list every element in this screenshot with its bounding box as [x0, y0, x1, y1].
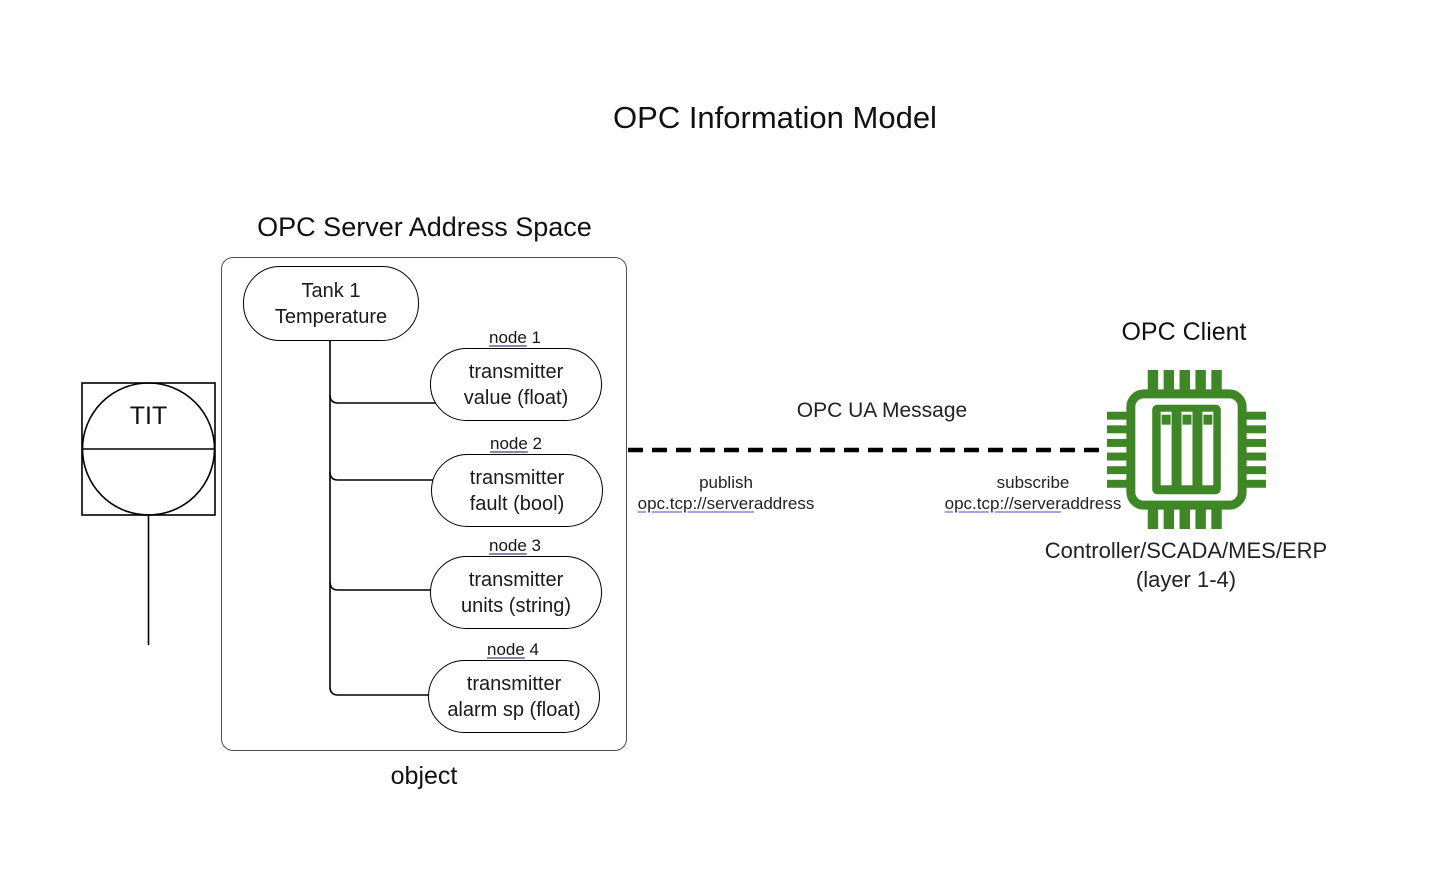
- page-title: OPC Information Model: [613, 100, 937, 135]
- node-3-label: node 3: [488, 536, 541, 555]
- node-2-label: node 2: [489, 434, 542, 453]
- client-caption: Controller/SCADA/MES/ERP (layer 1-4): [1016, 536, 1356, 594]
- tank-node-line1: Tank 1: [301, 279, 361, 302]
- node-1-pill: transmitter value (float): [430, 348, 602, 421]
- node-3-line1: transmitter: [468, 568, 564, 591]
- client-caption-line1: Controller/SCADA/MES/ERP: [1044, 538, 1328, 563]
- node-1-label: node 1: [488, 328, 541, 347]
- client-caption-line2: (layer 1-4): [1135, 567, 1237, 592]
- node-4-line1: transmitter: [466, 672, 562, 695]
- server-address-space-box: [221, 257, 627, 751]
- node-2-pill: transmitter fault (bool): [431, 454, 603, 527]
- instrument-tag-label: TIT: [129, 402, 168, 430]
- subscribe-address: opc.tcp://serveraddress: [944, 494, 1122, 513]
- opc-ua-message-label: OPC UA Message: [796, 399, 968, 422]
- publish-address: opc.tcp://serveraddress: [637, 494, 815, 513]
- publish-endpoint: publish opc.tcp://serveraddress: [611, 472, 841, 514]
- node-3-pill: transmitter units (string): [430, 556, 602, 629]
- subscribe-label: subscribe: [996, 473, 1070, 492]
- subscribe-endpoint: subscribe opc.tcp://serveraddress: [918, 472, 1148, 514]
- node-4-pill: transmitter alarm sp (float): [428, 660, 600, 733]
- tank-node-line2: Temperature: [274, 305, 388, 328]
- node-2-line2: fault (bool): [469, 492, 565, 515]
- node-1-line1: transmitter: [468, 360, 564, 383]
- node-4-label: node 4: [486, 640, 539, 659]
- publish-label: publish: [699, 473, 753, 492]
- object-caption: object: [390, 762, 458, 790]
- opc-client-heading: OPC Client: [1121, 318, 1247, 346]
- server-address-space-heading: OPC Server Address Space: [257, 212, 592, 242]
- tank-temperature-node: Tank 1 Temperature: [243, 266, 419, 341]
- node-1-line2: value (float): [463, 386, 569, 409]
- node-3-line2: units (string): [460, 594, 572, 617]
- node-2-line1: transmitter: [469, 466, 565, 489]
- node-4-line2: alarm sp (float): [447, 698, 581, 721]
